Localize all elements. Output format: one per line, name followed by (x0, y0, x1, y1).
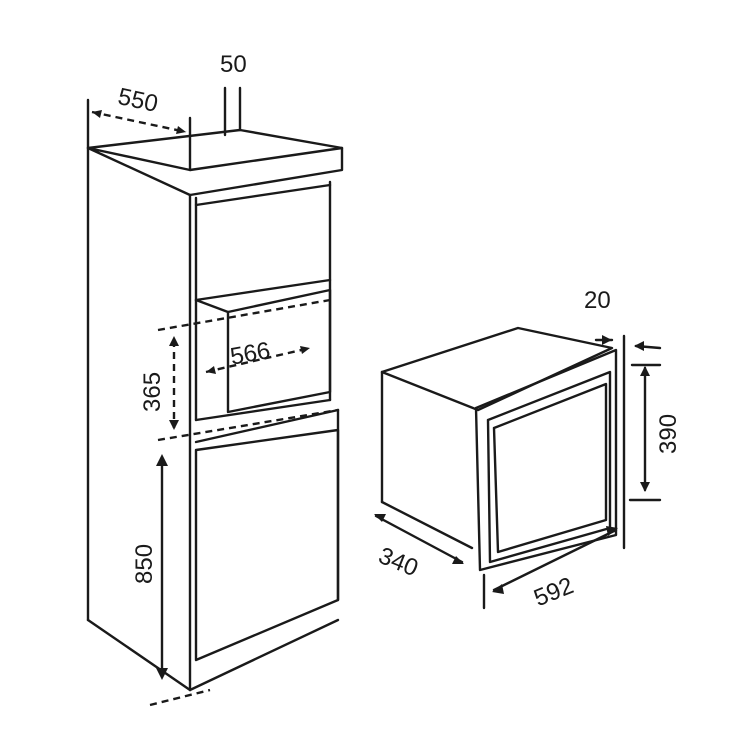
dim-850-arrow-top (156, 454, 168, 466)
dim-550-arrow-left (92, 110, 102, 118)
dim-20-label: 20 (584, 287, 611, 314)
dim-365-ext-top (157, 298, 331, 332)
appliance-bottom-edge (380, 500, 474, 550)
dim-20-arrow-right (634, 341, 644, 351)
appliance-window (492, 382, 608, 554)
lower-door-top-edge (194, 408, 340, 444)
dim-592-arrow-right (606, 526, 618, 536)
dim-850-ext-bottom (149, 688, 211, 707)
dim-550-label: 550 (116, 83, 161, 118)
dim-550-arrow-right (176, 126, 186, 134)
appliance-front-frame (474, 348, 618, 572)
appliance-dimensions: 20 390 340 592 (374, 287, 682, 612)
dim-592-arrow-left (492, 584, 504, 594)
dim-20-arrow-left (602, 335, 612, 345)
cabinet-top-right-edge (238, 128, 344, 150)
dim-390-arrow-top (640, 366, 650, 376)
niche-shelf (194, 398, 332, 422)
niche-frame (226, 288, 332, 414)
appliance-top (380, 326, 614, 412)
dim-850-arrow-bottom (156, 668, 168, 680)
dim-566-label: 566 (228, 337, 272, 371)
cabinet-top-slab (86, 146, 344, 197)
dim-390-arrow-bottom (640, 482, 650, 492)
dim-365-ext-bottom (157, 408, 339, 442)
dim-340-line (374, 514, 464, 564)
dim-50-label: 50 (220, 51, 247, 78)
dim-365-arrow-top (169, 336, 179, 346)
dim-592-label: 592 (530, 572, 577, 612)
dim-340-arrow-left (374, 514, 386, 522)
dim-850-label: 850 (131, 544, 158, 584)
dim-340-arrow-right (452, 556, 464, 564)
dim-365-arrow-bottom (169, 420, 179, 430)
appliance (380, 326, 618, 572)
appliance-window-inner (486, 370, 612, 564)
dim-566-arrow-left (206, 366, 216, 374)
dim-390-label: 390 (655, 414, 682, 454)
cabinet-dimensions: 550 50 566 365 850 (86, 51, 339, 707)
lower-door (194, 428, 340, 662)
cabinet-top-back-edge (86, 128, 242, 150)
dim-592-line (492, 528, 618, 592)
tall-cabinet (86, 128, 344, 692)
dim-365-label: 365 (139, 372, 166, 412)
upper-panel-bottom (194, 278, 332, 302)
niche-top-edge (194, 298, 230, 314)
dim-550-line (91, 110, 187, 134)
dim-566-arrow-right (300, 346, 310, 354)
cabinet-bottom-front-edge (188, 618, 340, 692)
dim-340-label: 340 (375, 542, 422, 582)
cabinet-bottom-left-edge (86, 618, 192, 692)
upper-panel-top (194, 183, 332, 207)
dim-566-line (205, 346, 311, 374)
